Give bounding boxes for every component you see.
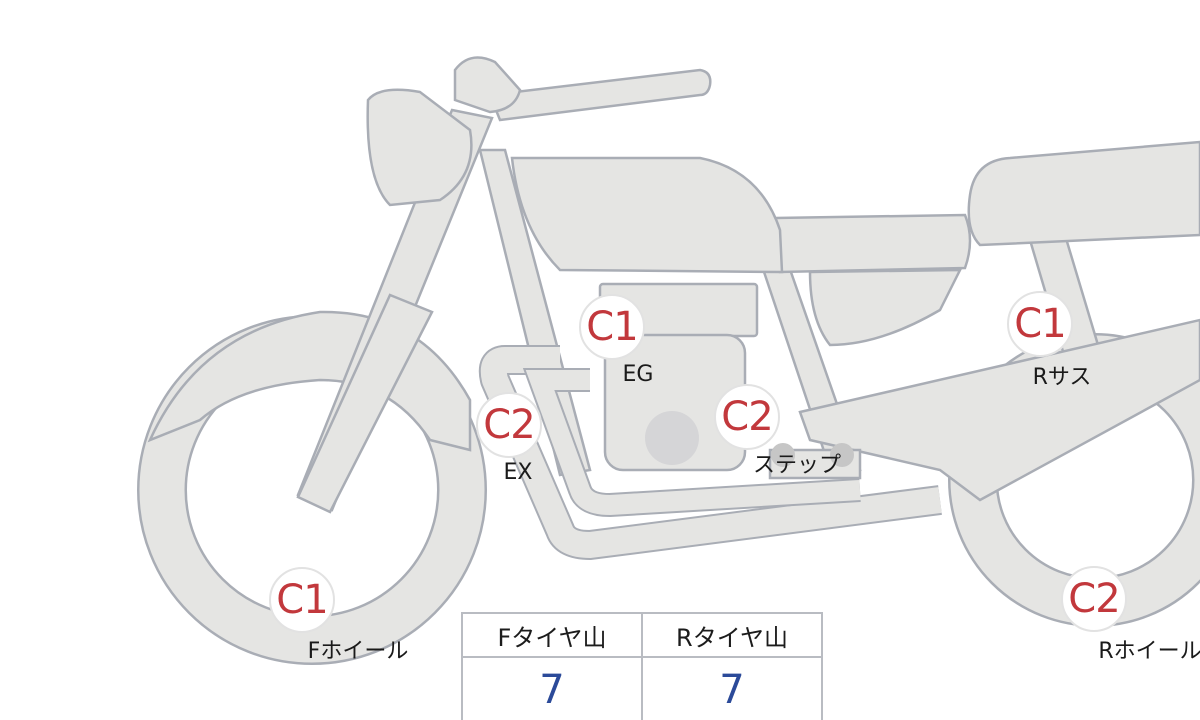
label-ex: EX [503,460,533,485]
handlebar [488,68,712,122]
label-step: ステップ [752,453,842,478]
side-cover [773,213,972,274]
condition-badge-front-wheel: C1 [269,567,335,633]
label-eg: EG [622,362,654,387]
step-peg-1 [771,443,795,467]
rear-tire-value: 7 [641,656,823,720]
step-peg-2 [830,443,854,467]
tire-tread-table: Fタイヤ山 Rタイヤ山 7 7 [461,612,823,720]
label-rear-wheel: Rホイール [1098,639,1200,664]
rear-tire-header: Rタイヤ山 [641,612,823,658]
fork-slider [296,293,434,514]
fuel-tank [510,156,784,274]
engine-cover [645,411,699,465]
swingarm [798,318,1200,502]
battery-box [808,268,963,347]
condition-badge-rear-suspension: C1 [1007,291,1073,357]
label-front-wheel: Fホイール [307,639,409,664]
condition-badge-ex: C2 [476,392,542,458]
front-tire-value: 7 [461,656,643,720]
seat [967,140,1200,247]
front-tire-header: Fタイヤ山 [461,612,643,658]
condition-badge-rear-wheel: C2 [1061,566,1127,632]
label-rear-suspension: Rサス [1032,365,1092,390]
condition-badge-step: C2 [714,384,780,450]
condition-badge-eg: C1 [579,294,645,360]
handlebar-clamp [453,56,522,114]
headlight [366,88,473,207]
